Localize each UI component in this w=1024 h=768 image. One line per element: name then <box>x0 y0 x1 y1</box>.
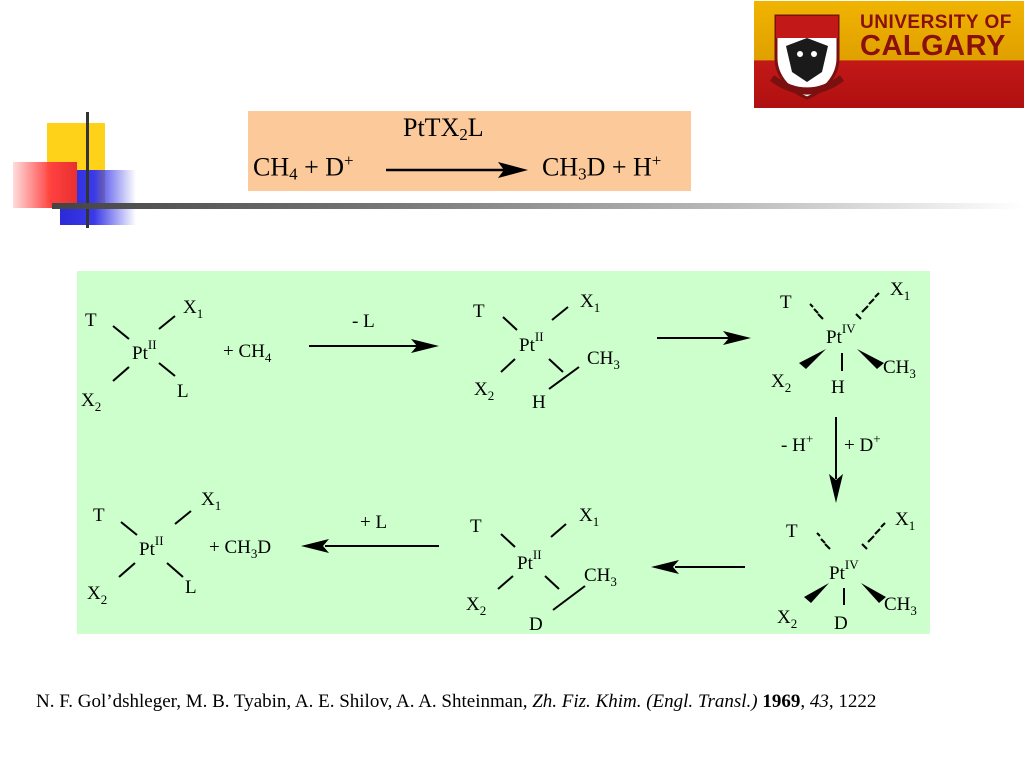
step-2-arrow <box>657 331 751 345</box>
s4-methyl: CH3 <box>884 594 917 618</box>
s5-methyl: CH3 <box>584 565 617 589</box>
step-1-label: - L <box>352 311 375 332</box>
s3-methyl: CH3 <box>883 357 916 381</box>
s5-metal-pt: PtII <box>517 547 542 574</box>
s4-ligand-t: T <box>786 521 798 542</box>
title-divider-line <box>52 203 1024 209</box>
logo-text-line2: CALGARY <box>860 30 1006 62</box>
s5-ligand-x1: X1 <box>579 505 599 529</box>
step-3-arrow: - H+ + D+ <box>781 417 881 503</box>
step-3-label-b: + D+ <box>844 431 881 456</box>
university-crest-icon <box>770 14 844 100</box>
step-4-arrow <box>651 560 745 574</box>
s1-reagent-methane: + CH4 <box>223 341 272 365</box>
step-3-label-a: - H+ <box>781 431 813 456</box>
citation-pages: , 1222 <box>828 691 877 712</box>
s4-deuterium: D <box>834 613 848 634</box>
structure-4-pt-iv-methyl-deuteride: T X1 PtIV X2 CH3 D <box>777 509 917 634</box>
s5-deuterium: D <box>529 614 543 634</box>
s5-ligand-x2: X2 <box>466 594 486 618</box>
citation-volume: 43 <box>809 691 829 712</box>
s1-ligand-x2: X2 <box>81 390 101 414</box>
s2-ligand-x2: X2 <box>474 379 494 403</box>
s1-ligand-t: T <box>85 310 97 331</box>
s4-metal-pt: PtIV <box>829 557 859 584</box>
s6-ligand-x2: X2 <box>87 583 107 607</box>
s4-ligand-x2: X2 <box>777 607 797 631</box>
s3-ligand-t: T <box>780 292 792 313</box>
mechanism-diagram: T X1 PtII X2 L + CH4 - L T X1 PtII CH3 X… <box>81 279 917 634</box>
catalyst-formula: PtTX2L <box>403 113 484 145</box>
s2-ligand-t: T <box>473 301 485 322</box>
s2-ligand-x1: X1 <box>580 291 600 315</box>
overall-equation-box: PtTX2L CH4 + D+ CH3D + H+ <box>248 111 691 191</box>
s3-metal-pt: PtIV <box>826 321 856 348</box>
s1-ligand-x1: X1 <box>183 297 203 321</box>
s2-hydrogen: H <box>532 392 546 413</box>
structure-1-square-planar-pt-ii: T X1 PtII X2 L + CH4 <box>81 297 272 414</box>
citation-journal: Zh. Fiz. Khim. (Engl. Transl.) <box>532 691 758 712</box>
citation-year: 1969 <box>762 691 801 712</box>
reference-citation: N. F. Gol’dshleger, M. B. Tyabin, A. E. … <box>36 691 877 712</box>
s4-ligand-x1: X1 <box>895 509 915 533</box>
mechanism-panel: T X1 PtII X2 L + CH4 - L T X1 PtII CH3 X… <box>77 271 930 634</box>
equation-reactants: CH4 + D+ <box>253 151 354 184</box>
decor-red-square <box>13 162 77 208</box>
s2-metal-pt: PtII <box>519 329 544 356</box>
step-5-label: + L <box>360 512 387 533</box>
step-5-arrow: + L <box>301 512 439 553</box>
equation-reaction-arrow <box>386 162 528 178</box>
s6-ligand-t: T <box>93 505 105 526</box>
citation-authors: N. F. Gol’dshleger, M. B. Tyabin, A. E. … <box>36 691 533 712</box>
s3-ligand-x2: X2 <box>771 371 791 395</box>
s6-product-ch3d: + CH3D <box>209 537 271 561</box>
decor-vertical-line <box>86 112 89 228</box>
s3-hydrogen: H <box>831 377 845 398</box>
s6-ligand-x1: X1 <box>201 489 221 513</box>
s5-ligand-t: T <box>470 516 482 537</box>
s3-ligand-x1: X1 <box>890 279 910 303</box>
logo-wordmark: UNIVERSITY OF CALGARY <box>860 12 1020 63</box>
structure-6-square-planar-pt-ii: T X1 PtII X2 L + CH3D <box>87 489 271 607</box>
s2-methyl: CH3 <box>587 348 620 372</box>
structure-5-deuteromethane-sigma-complex: T X1 PtII CH3 X2 D <box>466 505 617 634</box>
equation-products: CH3D + H+ <box>542 151 662 184</box>
step-1-arrow: - L <box>309 311 439 353</box>
s1-ligand-l: L <box>177 381 189 402</box>
s1-metal-pt: PtII <box>132 337 157 364</box>
logo-text-line1: UNIVERSITY OF <box>860 12 1012 33</box>
s6-metal-pt: PtII <box>139 533 164 560</box>
s6-ligand-l: L <box>185 577 197 598</box>
structure-2-methane-sigma-complex: T X1 PtII CH3 X2 H <box>473 291 620 413</box>
structure-3-pt-iv-methyl-hydride: T X1 PtIV X2 CH3 H <box>771 279 916 398</box>
